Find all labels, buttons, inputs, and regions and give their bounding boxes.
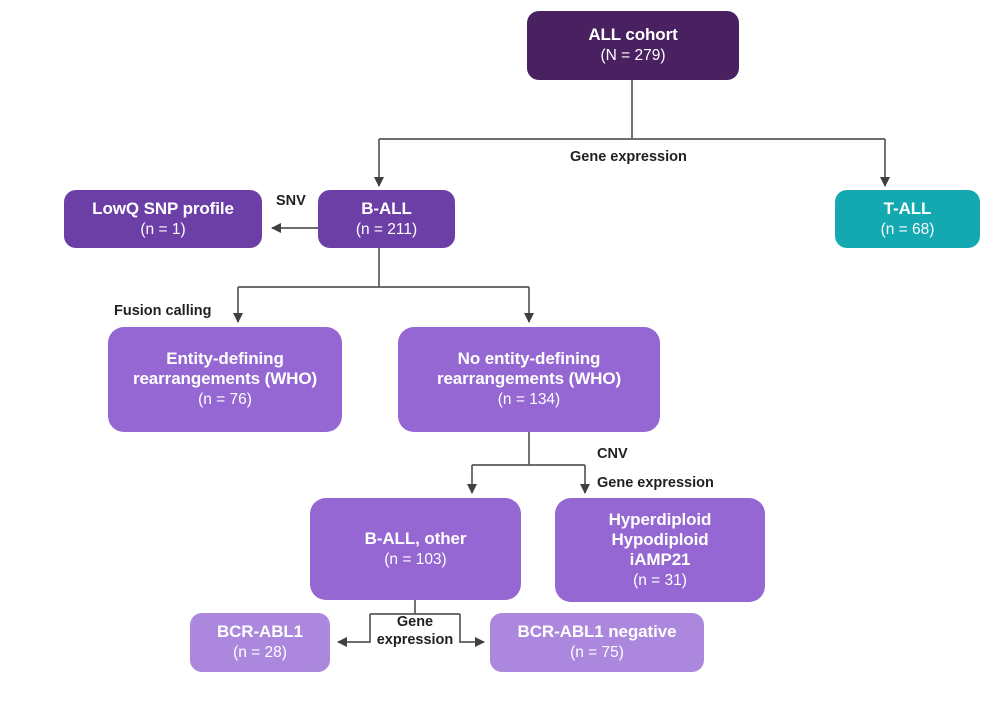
node-ploidy-line2: Hypodiploid [611, 529, 709, 549]
node-b-all-label: B-ALL [361, 198, 412, 218]
node-lowq-snp-profile-label: LowQ SNP profile [92, 198, 234, 218]
node-ploidy-count: (n = 31) [633, 571, 687, 589]
edge-label-gene-expression-top: Gene expression [570, 149, 687, 165]
node-all-cohort-count: (N = 279) [600, 47, 666, 65]
node-b-all-other-label: B-ALL, other [364, 528, 467, 548]
edge-label-gene-expression-bottom-line1: Gene [396, 614, 434, 630]
node-t-all-count: (n = 68) [880, 220, 935, 238]
node-no-entity-defining-line2: rearrangements (WHO) [436, 369, 622, 389]
node-bcr-abl1-negative[interactable]: BCR-ABL1 negative (n = 75) [490, 613, 704, 672]
edge-label-cnv: CNV [597, 446, 628, 462]
node-lowq-snp-profile-count: (n = 1) [140, 220, 186, 238]
node-no-entity-defining-rearrangements[interactable]: No entity-defining rearrangements (WHO) … [398, 327, 660, 432]
node-ploidy-line3: iAMP21 [629, 549, 691, 569]
node-b-all[interactable]: B-ALL (n = 211) [318, 190, 455, 248]
node-b-all-other[interactable]: B-ALL, other (n = 103) [310, 498, 521, 600]
node-entity-defining-count: (n = 76) [198, 391, 252, 409]
node-entity-defining-line1: Entity-defining [166, 349, 284, 369]
node-no-entity-defining-line1: No entity-defining [457, 349, 601, 369]
node-all-cohort[interactable]: ALL cohort (N = 279) [527, 11, 739, 80]
node-lowq-snp-profile[interactable]: LowQ SNP profile (n = 1) [64, 190, 262, 248]
edge-label-gene-expression-bottom-line2: expression [376, 632, 454, 649]
node-bcr-abl1[interactable]: BCR-ABL1 (n = 28) [190, 613, 330, 672]
edge-label-snv: SNV [276, 193, 306, 209]
edge-label-cnv-gene-expression: Gene expression [597, 475, 714, 491]
node-bcr-abl1-negative-label: BCR-ABL1 negative [517, 622, 677, 642]
node-t-all[interactable]: T-ALL (n = 68) [835, 190, 980, 248]
node-bcr-abl1-count: (n = 28) [233, 644, 287, 662]
node-b-all-other-count: (n = 103) [384, 550, 447, 568]
node-b-all-count: (n = 211) [355, 220, 418, 238]
node-no-entity-defining-count: (n = 134) [497, 391, 561, 409]
edge-label-fusion-calling: Fusion calling [114, 303, 212, 319]
node-t-all-label: T-ALL [883, 198, 932, 218]
node-ploidy-group[interactable]: Hyperdiploid Hypodiploid iAMP21 (n = 31) [555, 498, 765, 602]
node-bcr-abl1-negative-count: (n = 75) [570, 644, 624, 662]
node-all-cohort-label: ALL cohort [588, 25, 678, 45]
node-ploidy-line1: Hyperdiploid [608, 509, 712, 529]
node-entity-defining-rearrangements[interactable]: Entity-defining rearrangements (WHO) (n … [108, 327, 342, 432]
node-bcr-abl1-label: BCR-ABL1 [216, 622, 304, 642]
node-entity-defining-line2: rearrangements (WHO) [132, 369, 318, 389]
